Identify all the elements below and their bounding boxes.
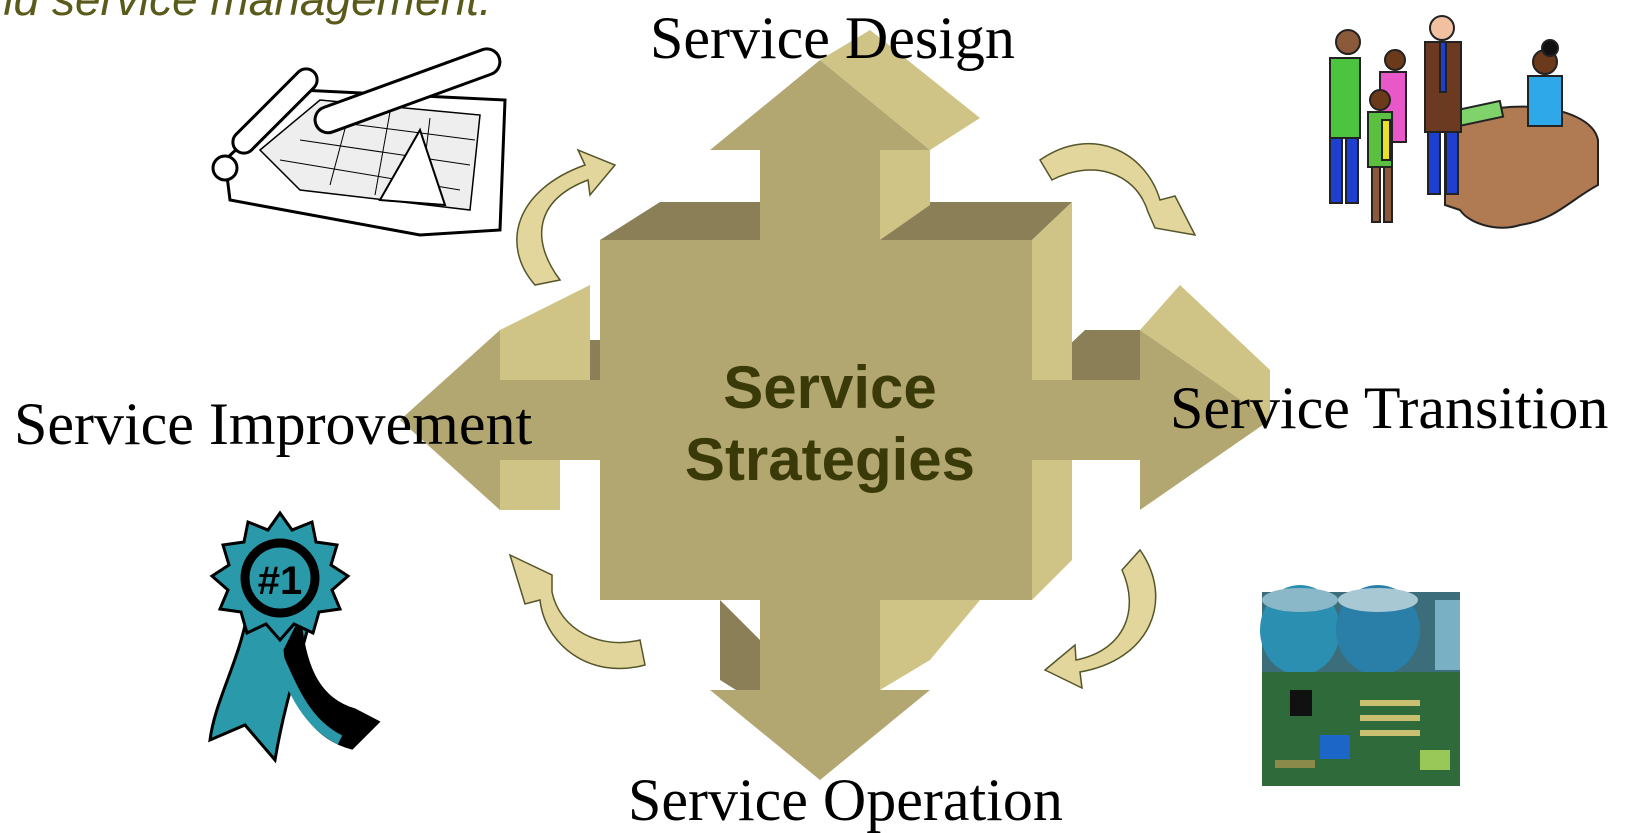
center-title-line1: Service bbox=[723, 354, 937, 421]
welcome-desk-people-icon bbox=[1329, 15, 1599, 229]
header-partial-text: nd service management. bbox=[0, 0, 492, 22]
center-cross-arrow bbox=[400, 30, 1270, 780]
curved-arrow-top-left bbox=[516, 148, 617, 286]
curved-arrow-top-right bbox=[1038, 143, 1197, 236]
curved-arrow-bottom-left bbox=[508, 553, 646, 670]
first-place-ribbon-icon bbox=[208, 510, 381, 764]
ribbon-number-text: #1 bbox=[258, 559, 303, 603]
label-service-improvement: Service Improvement bbox=[14, 391, 533, 457]
circuit-board-photo bbox=[1260, 585, 1460, 786]
blueprint-icon bbox=[211, 47, 507, 237]
curved-arrow-bottom-right bbox=[1043, 548, 1157, 690]
label-service-transition: Service Transition bbox=[1170, 375, 1609, 441]
label-service-design: Service Design bbox=[650, 5, 1015, 71]
center-title-line2: Strategies bbox=[684, 426, 976, 493]
label-service-operation: Service Operation bbox=[628, 767, 1063, 833]
center-title: Service Strategies bbox=[600, 352, 1060, 496]
